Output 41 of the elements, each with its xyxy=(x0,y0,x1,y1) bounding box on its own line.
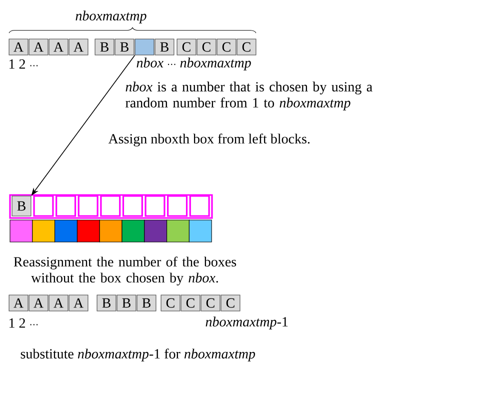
empty-box xyxy=(167,195,188,217)
chosen-box xyxy=(134,38,154,56)
letter-box: A xyxy=(8,38,28,56)
letter-box: A xyxy=(68,38,88,56)
letter-box: A xyxy=(68,294,88,312)
letter-box: B xyxy=(94,38,114,56)
letter-box: B xyxy=(96,294,116,312)
label-text: substitute nboxmaxtmp-1 for nboxmaxtmp xyxy=(20,348,256,362)
empty-box xyxy=(33,195,54,217)
label-text: Reassignment the number of the boxes without the box chosen by nbox. xyxy=(14,256,236,286)
letter-box: C xyxy=(200,294,220,312)
letter-box: C xyxy=(180,294,200,312)
letter-box: B xyxy=(136,294,156,312)
empty-box xyxy=(144,195,166,217)
label-text: nbox ⋯ nboxmaxtmp xyxy=(136,58,251,70)
letter-box: B xyxy=(116,294,136,312)
letter-box: A xyxy=(48,294,68,312)
empty-box xyxy=(100,195,121,217)
empty-box xyxy=(122,195,143,217)
letter-box: B xyxy=(114,38,134,56)
label-text: nboxmaxtmp xyxy=(76,10,146,24)
letter-box: B xyxy=(12,196,32,216)
letter-box: C xyxy=(220,294,240,312)
label-text: Assign nboxth box from left blocks. xyxy=(108,134,310,146)
letter-box: A xyxy=(28,294,48,312)
letter-box: C xyxy=(216,38,236,56)
letter-box: C xyxy=(236,38,256,56)
letter-box: C xyxy=(176,38,196,56)
label-text: 1 2 ⋯ xyxy=(10,59,38,69)
label-text: nbox is a number that is chosen by using a random number from 1 to nboxmaxtmp xyxy=(126,82,372,110)
letter-box: A xyxy=(48,38,68,56)
letter-box: C xyxy=(196,38,216,56)
label-text: 1 2 ⋯ xyxy=(10,318,38,328)
letter-box: C xyxy=(160,294,180,312)
label-text: nboxmaxtmp-1 xyxy=(206,316,288,330)
letter-box: A xyxy=(28,38,48,56)
empty-box xyxy=(78,195,98,217)
letter-box: B xyxy=(154,38,174,56)
empty-box xyxy=(56,195,76,217)
empty-box xyxy=(189,195,210,217)
letter-box: A xyxy=(8,294,28,312)
